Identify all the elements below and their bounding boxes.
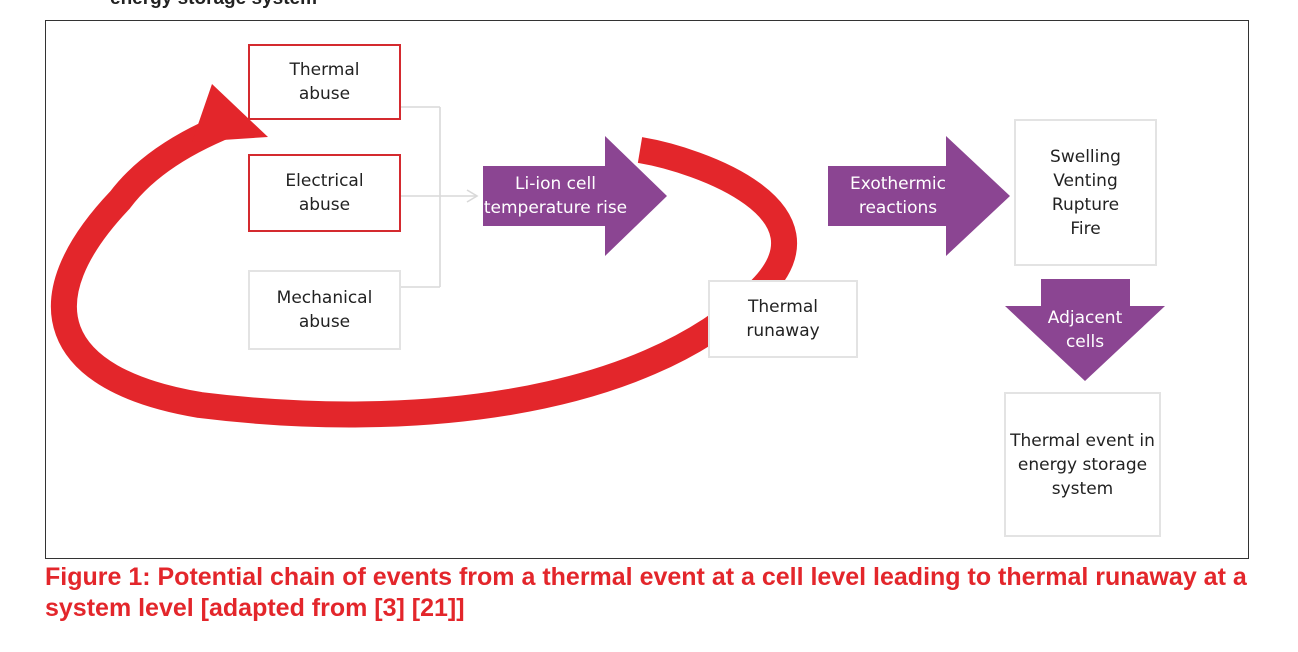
feedback-loop-arrowhead [192, 84, 268, 142]
abuse-connector-lines [401, 106, 479, 288]
temperature-rise-arrow-label: Li-ion cell temperature rise [483, 166, 628, 226]
feedback-loop-arrow [50, 107, 797, 428]
thermal-event-box: Thermal event in energy storage system [1004, 392, 1161, 537]
thermal-runaway-label: Thermal runaway [746, 297, 820, 341]
figure-caption: Figure 1: Potential chain of events from… [45, 563, 1247, 622]
thermal-abuse-box: Thermal abuse [248, 44, 401, 120]
thermal-event-label: Thermal event in energy storage system [1010, 430, 1155, 499]
adjacent-cells-arrow-label: Adjacent cells [1030, 300, 1140, 360]
electrical-abuse-label: Electrical abuse [285, 171, 364, 215]
clipped-heading-text: energy storage system [110, 0, 410, 10]
outcomes-label: Swelling Venting Rupture Fire [1050, 146, 1121, 239]
electrical-abuse-box: Electrical abuse [248, 154, 401, 232]
adjacent-cells-arrow [1005, 279, 1165, 381]
temperature-rise-arrow [483, 136, 667, 256]
thermal-abuse-label: Thermal abuse [289, 60, 360, 104]
exothermic-arrow [828, 136, 1010, 256]
exothermic-arrow-label: Exothermic reactions [828, 166, 968, 226]
mechanical-abuse-box: Mechanical abuse [248, 270, 401, 350]
mechanical-abuse-label: Mechanical abuse [276, 288, 373, 332]
adjacent-cells-text: Adjacent cells [1047, 308, 1123, 352]
temperature-rise-text: Li-ion cell temperature rise [483, 174, 628, 218]
exothermic-text: Exothermic reactions [850, 174, 946, 218]
outcomes-box: Swelling Venting Rupture Fire [1014, 119, 1157, 266]
thermal-runaway-box: Thermal runaway [708, 280, 858, 358]
